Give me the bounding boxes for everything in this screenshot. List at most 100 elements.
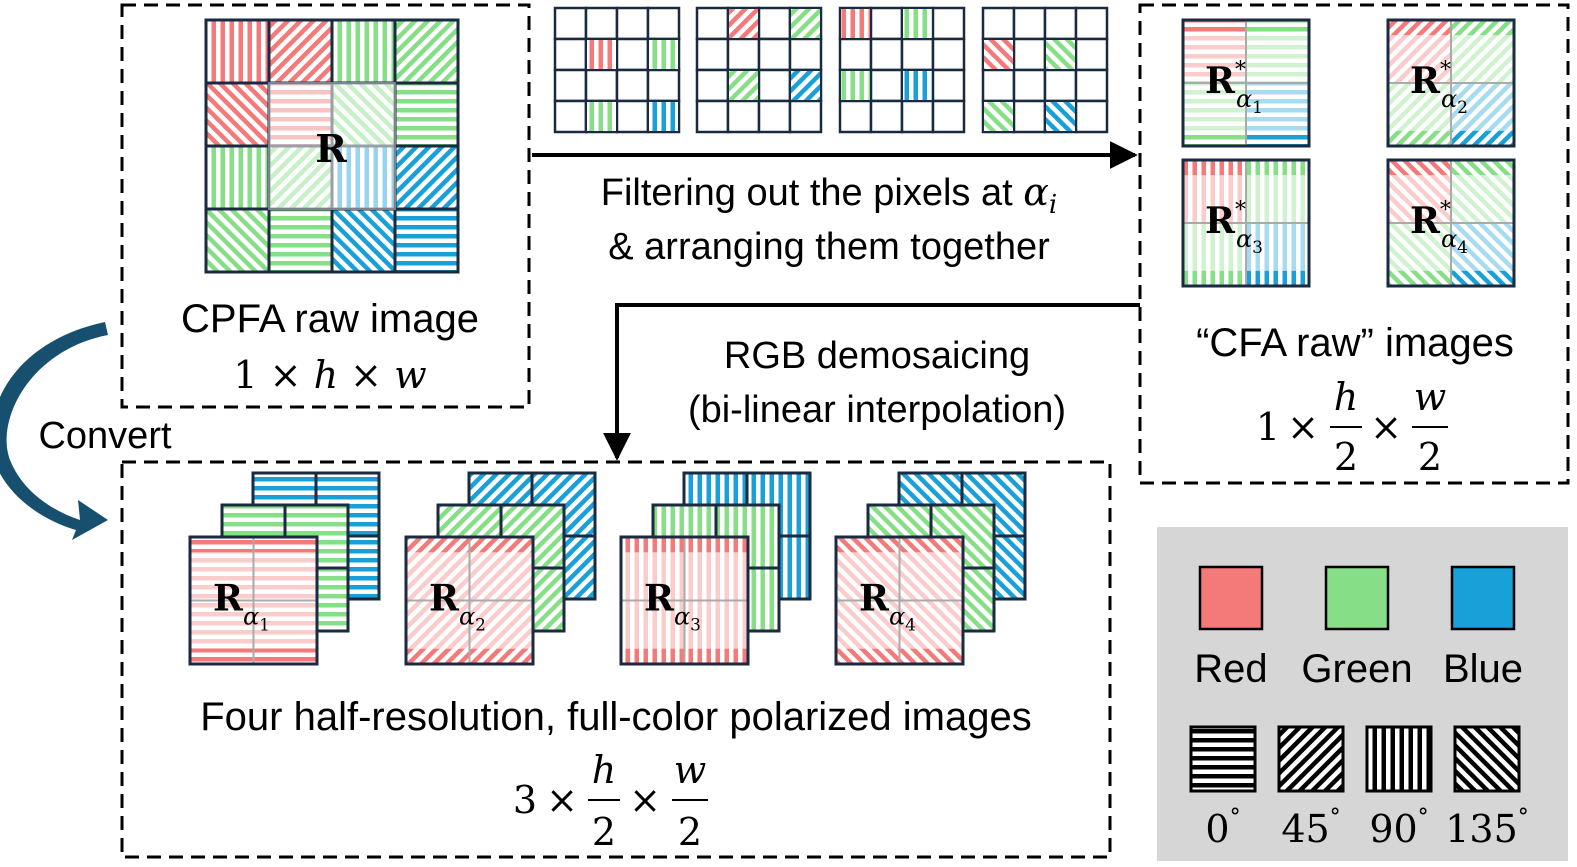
- legend-angle-swatch: [1453, 725, 1521, 793]
- svg-text:2: 2: [1418, 435, 1442, 479]
- image-label: Rα3: [644, 578, 701, 636]
- svg-text:w: w: [1414, 375, 1447, 419]
- red-channel: Rα3: [619, 535, 750, 666]
- filtered-cell: [1074, 68, 1109, 103]
- cpfa-pixel: [330, 207, 397, 274]
- full-color-stack: Rα4: [834, 471, 1027, 666]
- filtered-cell: [869, 68, 904, 103]
- full-color-stack: Rα3: [619, 471, 812, 666]
- image-label: R*α3: [1205, 198, 1263, 258]
- image-label: R*α2: [1410, 58, 1468, 118]
- filtered-cell: [869, 99, 904, 134]
- filtered-cell: [838, 99, 873, 134]
- svg-text:h: h: [592, 748, 616, 792]
- cpfa-pixel: [393, 144, 460, 211]
- filtered-pixel: [841, 71, 870, 100]
- legend-color-label: Blue: [1443, 647, 1523, 691]
- legend-angle-label: 0°: [1205, 805, 1240, 851]
- filtered-cell: [931, 6, 966, 41]
- filtered-grid: [838, 6, 966, 134]
- filtered-cell: [646, 68, 681, 103]
- filtered-cell: [615, 99, 650, 134]
- image-label: R*α4: [1410, 198, 1468, 258]
- filtered-cell: [695, 6, 730, 41]
- filtered-cell: [695, 99, 730, 134]
- filtered-cell: [584, 6, 619, 41]
- legend-color-label: Green: [1301, 647, 1412, 691]
- filtered-pixel: [1046, 40, 1075, 69]
- filtered-cell: [1012, 37, 1047, 72]
- filtered-grid: [695, 6, 823, 134]
- filtered-cell: [788, 99, 823, 134]
- filtered-cell: [900, 99, 935, 134]
- filtered-cell: [1043, 68, 1078, 103]
- convert-label: Convert: [38, 415, 171, 457]
- cpfa-pixel: [393, 18, 460, 85]
- cpfa-pixel: [330, 18, 397, 85]
- svg-text:2: 2: [678, 810, 702, 854]
- filtered-cell: [646, 6, 681, 41]
- filtered-pixel: [841, 9, 870, 38]
- cpfa-center-overlay: [268, 82, 396, 210]
- cpfa-pixel: [204, 81, 271, 148]
- image-label: Rα4: [859, 578, 916, 636]
- filtered-pixel: [587, 40, 616, 69]
- legend-angle-swatch: [1365, 725, 1433, 793]
- filtered-cell: [788, 37, 823, 72]
- red-channel: Rα1: [188, 535, 319, 666]
- filtered-cell: [931, 68, 966, 103]
- full-color-dimensions: 3 × h 2 × w 2: [513, 748, 708, 854]
- demosaic-label-line1: RGB demosaicing: [724, 335, 1030, 377]
- legend-angle-swatch: [1189, 725, 1257, 793]
- legend-angle-label: 135°: [1445, 805, 1529, 851]
- filtered-cell: [757, 68, 792, 103]
- filtered-cell: [584, 68, 619, 103]
- legend-swatch-blue: [1450, 565, 1516, 631]
- red-channel: Rα4: [834, 535, 965, 666]
- filter-label-line1: Filtering out the pixels at αi: [601, 170, 1057, 220]
- demosaic-label-line2: (bi-linear interpolation): [688, 389, 1066, 431]
- cfa-image: R*α2: [1386, 18, 1516, 148]
- full-color-stack: Rα2: [404, 471, 597, 666]
- svg-text:w: w: [674, 748, 707, 792]
- cpfa-pixel: [393, 207, 460, 274]
- filter-label-line2: & arranging them together: [608, 226, 1050, 268]
- svg-text:×: ×: [629, 778, 661, 822]
- filtered-cell: [1043, 6, 1078, 41]
- filtered-pixel: [729, 71, 758, 100]
- svg-text:×: ×: [1370, 405, 1402, 449]
- svg-text:×: ×: [1287, 405, 1319, 449]
- filtered-pixel: [984, 102, 1013, 131]
- filtered-cell: [757, 99, 792, 134]
- filtered-cell: [553, 99, 588, 134]
- filtered-cell: [695, 68, 730, 103]
- filtered-cell: [615, 37, 650, 72]
- legend-swatch-red: [1198, 565, 1264, 631]
- filtered-grids: [553, 6, 1109, 134]
- filtered-pixel: [791, 71, 820, 100]
- filtered-cell: [726, 99, 761, 134]
- filtered-cell: [900, 37, 935, 72]
- filtered-cell: [615, 68, 650, 103]
- filtered-pixel: [649, 40, 678, 69]
- svg-text:3: 3: [513, 778, 537, 822]
- cfa-image: R*α3: [1181, 158, 1311, 288]
- filtered-pixel: [587, 102, 616, 131]
- filtered-pixel: [984, 40, 1013, 69]
- filtered-cell: [1012, 6, 1047, 41]
- legend-angle-label: 45°: [1281, 805, 1340, 851]
- cpfa-pixel: [393, 81, 460, 148]
- cfa-images: R*α1 R*α2R*α3 R*α4: [1181, 18, 1516, 288]
- cpfa-pixel: [267, 207, 334, 274]
- image-label: R*α1: [1205, 58, 1263, 118]
- svg-text:2: 2: [592, 810, 616, 854]
- legend-angle-swatch: [1277, 725, 1345, 793]
- cpfa-mosaic-grid: [204, 18, 460, 274]
- filtered-cell: [1074, 99, 1109, 134]
- filtered-cell: [869, 6, 904, 41]
- filtered-cell: [757, 6, 792, 41]
- filtered-cell: [757, 37, 792, 72]
- legend-swatch-green: [1324, 565, 1390, 631]
